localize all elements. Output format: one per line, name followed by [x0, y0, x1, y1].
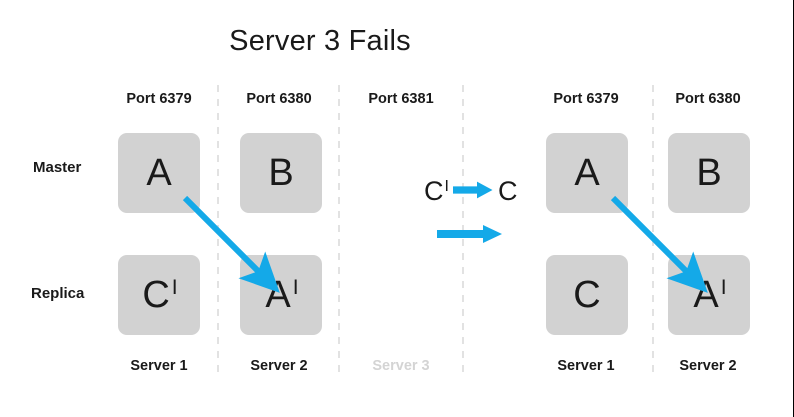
page-title: Server 3 Fails — [229, 25, 411, 57]
node-left-server2-replica[interactable]: AI — [240, 255, 322, 335]
column-separator-left-1 — [217, 85, 219, 373]
node-glyph: B — [696, 152, 722, 194]
arrow-right-icon — [437, 224, 503, 249]
port-label-left-6380: Port 6380 — [246, 91, 312, 107]
node-glyph: AI — [265, 274, 299, 316]
node-right-server1-master[interactable]: A — [546, 133, 628, 213]
legend-to-node: C — [497, 176, 518, 206]
column-separator-left-3 — [462, 85, 464, 373]
node-glyph: A — [146, 152, 172, 194]
row-label-replica: Replica — [31, 285, 85, 302]
legend-arrow-meaning — [437, 224, 503, 249]
row-label-master: Master — [33, 159, 82, 176]
arrow-right-icon — [452, 181, 493, 204]
port-label-right-6380: Port 6380 — [675, 91, 741, 107]
legend-transition: CI C — [424, 178, 517, 205]
node-left-server1-replica[interactable]: CI — [118, 255, 200, 335]
node-glyph: CI — [142, 274, 178, 316]
node-glyph: AI — [693, 274, 727, 316]
server-label-left-3: Server 3 — [372, 358, 430, 374]
server-label-right-1: Server 1 — [557, 358, 615, 374]
port-label-left-6381: Port 6381 — [368, 91, 434, 107]
node-left-server2-master[interactable]: B — [240, 133, 322, 213]
port-label-left-6379: Port 6379 — [126, 91, 192, 107]
node-glyph: A — [574, 152, 600, 194]
server-label-right-2: Server 2 — [679, 358, 737, 374]
node-glyph: B — [268, 152, 294, 194]
column-separator-right-1 — [652, 85, 654, 373]
server-label-left-1: Server 1 — [130, 358, 188, 374]
server-label-left-2: Server 2 — [250, 358, 308, 374]
node-right-server2-master[interactable]: B — [668, 133, 750, 213]
node-right-server1-replica[interactable]: C — [546, 255, 628, 335]
node-left-server1-master[interactable]: A — [118, 133, 200, 213]
column-separator-left-2 — [338, 85, 340, 373]
legend-from-node: CI — [424, 176, 449, 206]
node-right-server2-replica[interactable]: AI — [668, 255, 750, 335]
port-label-right-6379: Port 6379 — [553, 91, 619, 107]
node-glyph: C — [573, 274, 601, 316]
